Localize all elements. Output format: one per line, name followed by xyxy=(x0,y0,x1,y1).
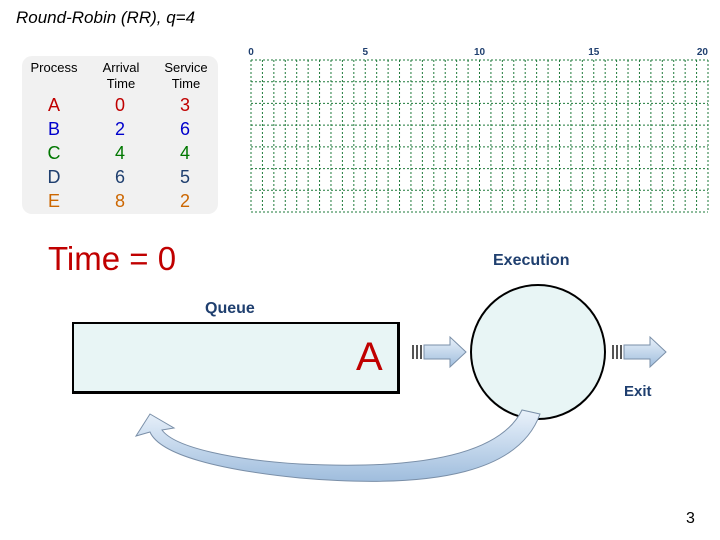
header-arrival-line2: Time xyxy=(106,76,136,91)
tick-label: 10 xyxy=(474,47,486,58)
header-service: Service Time xyxy=(154,60,218,92)
table-cell-service-A: 3 xyxy=(179,95,190,115)
execution-label: Execution xyxy=(493,252,570,269)
table-cell-arrival-A: 0 xyxy=(114,95,125,115)
header-process: Process xyxy=(30,60,78,75)
table-cell-process-B: B xyxy=(47,119,60,139)
table-cell-process-A: A xyxy=(47,95,60,115)
execution-circle xyxy=(470,284,606,420)
exit-arrow xyxy=(612,335,667,369)
queue-box xyxy=(72,322,400,394)
header-service-line1: Service xyxy=(164,60,208,75)
tick-label: 0 xyxy=(248,47,254,58)
header-arrival: Arrival Time xyxy=(90,60,152,92)
table-cell-process-D: D xyxy=(47,167,61,187)
tick-label: 5 xyxy=(362,47,368,58)
header-service-line2: Time xyxy=(171,76,201,91)
table-cell-service-E: 2 xyxy=(179,191,190,211)
table-cell-arrival-E: 8 xyxy=(114,191,125,211)
queue-to-cpu-arrow xyxy=(412,335,467,369)
queue-item: A xyxy=(356,335,383,379)
table-cell-service-C: 4 xyxy=(179,143,190,163)
exit-label: Exit xyxy=(624,383,652,400)
timeline-grid: 05101520ABCDE xyxy=(238,47,709,213)
table-cell-service-B: 6 xyxy=(179,119,190,139)
timeline-chart: 05101520ABCDE xyxy=(238,44,716,223)
table-cell-service-D: 5 xyxy=(179,167,190,187)
page-number: 3 xyxy=(686,510,695,527)
table-cell-arrival-D: 6 xyxy=(114,167,125,187)
table-cell-process-E: E xyxy=(47,191,60,211)
time-label: Time = 0 xyxy=(48,240,177,277)
table-cell-arrival-B: 2 xyxy=(114,119,125,139)
tick-label: 15 xyxy=(588,47,600,58)
tick-label: 20 xyxy=(697,47,709,58)
table-cell-process-C: C xyxy=(47,143,61,163)
queue-label: Queue xyxy=(205,300,255,317)
header-arrival-line1: Arrival xyxy=(102,60,140,75)
return-arrow xyxy=(134,409,541,482)
slide-title: Round-Robin (RR), q=4 xyxy=(16,8,196,27)
table-cell-arrival-C: 4 xyxy=(114,143,125,163)
